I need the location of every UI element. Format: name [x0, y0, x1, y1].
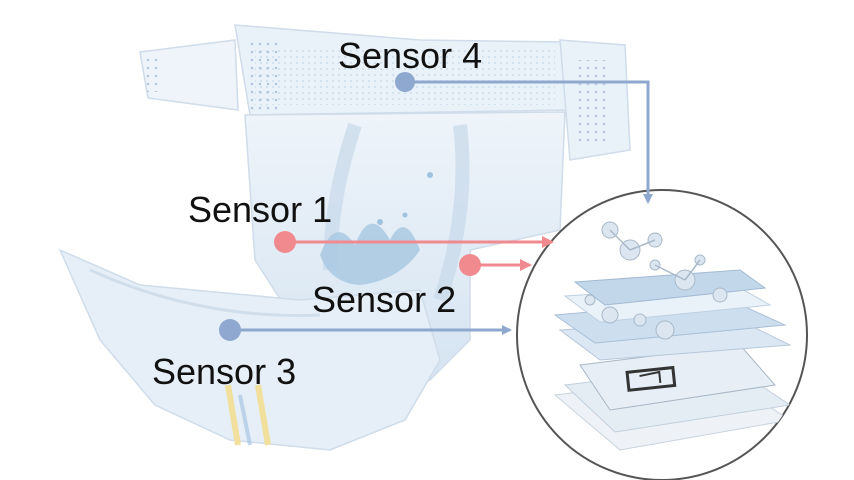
sensor-3-label: Sensor 3: [152, 351, 296, 392]
sensor-1-label: Sensor 1: [188, 189, 332, 230]
layer-cross-section: [516, 189, 808, 480]
sensor-4-label: Sensor 4: [338, 35, 482, 76]
sensor-4-arrow: [405, 80, 653, 204]
sensor-2-label: Sensor 2: [312, 279, 456, 320]
sensor-chip: [625, 365, 677, 392]
diaper-illustration: [58, 24, 631, 451]
